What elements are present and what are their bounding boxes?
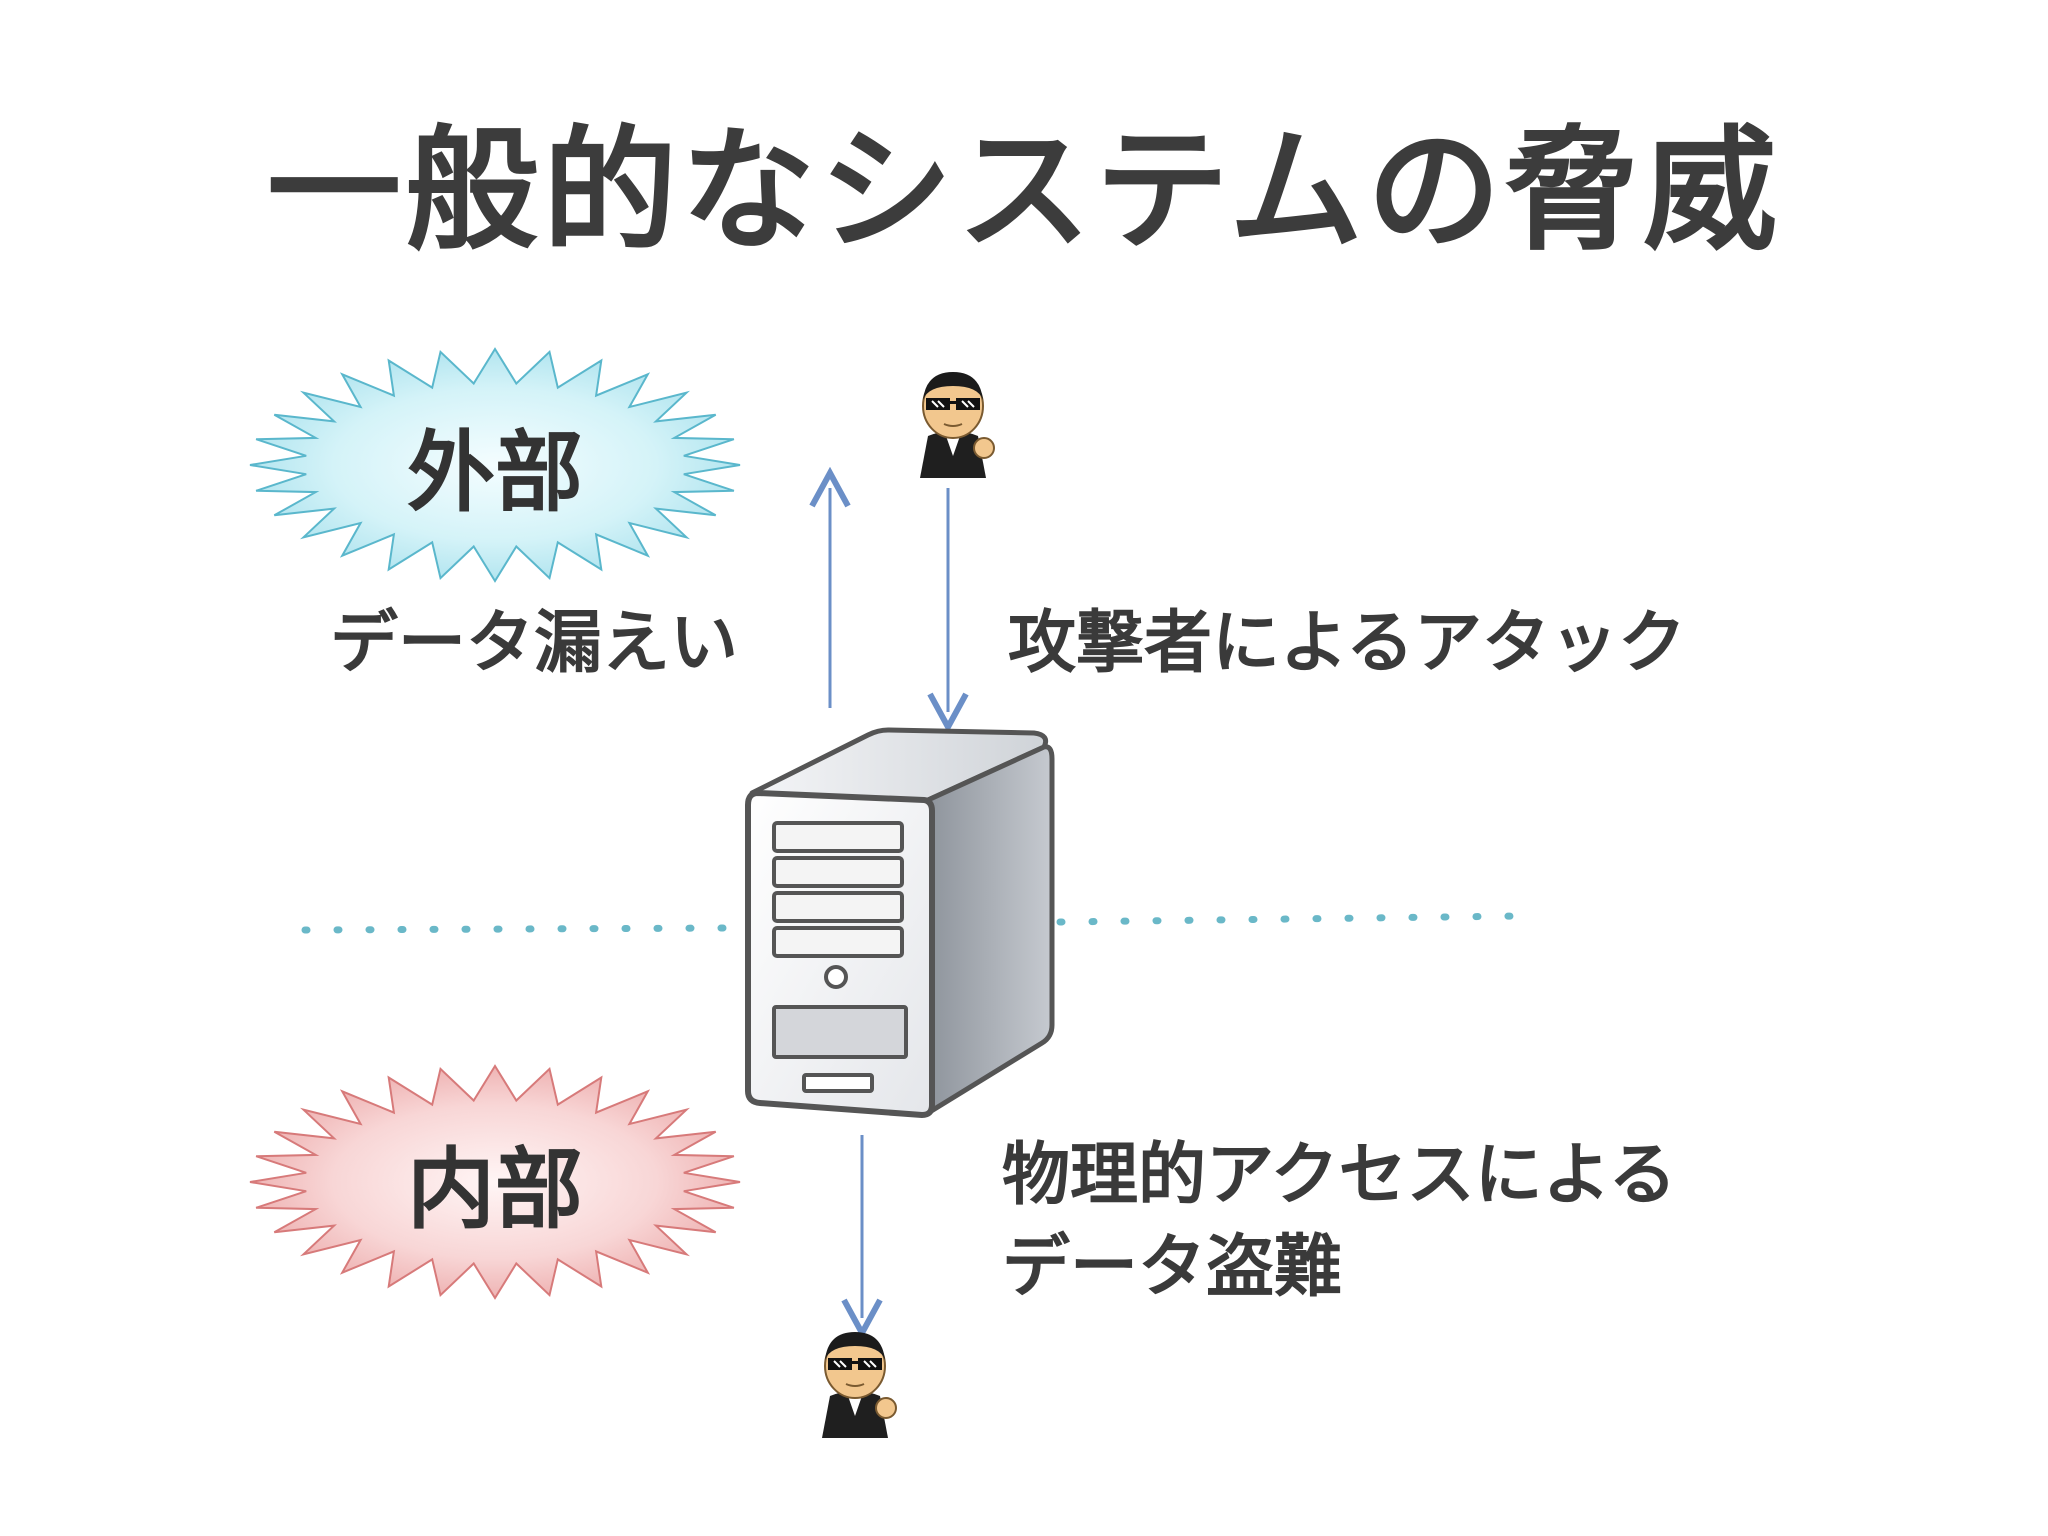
internal-burst-shape — [249, 1064, 741, 1300]
server-tower-icon — [738, 725, 1058, 1120]
data-leak-label: データ漏えい — [330, 604, 739, 683]
physical-theft-label-line1: 物理的アクセスによる — [1002, 1136, 1677, 1215]
internal-zone-burst: 内部 — [245, 1062, 745, 1302]
boundary-line-left — [301, 924, 734, 934]
external-burst-shape — [249, 347, 741, 583]
boundary-line-right — [1056, 912, 1524, 926]
internal-zone-label: 内部 — [406, 1137, 583, 1241]
attack-label: 攻撃者によるアタック — [1008, 604, 1686, 683]
physical-theft-label-line2: データ盗難 — [1002, 1227, 1343, 1307]
insider-icon — [800, 1320, 910, 1440]
attacker-icon — [898, 360, 1008, 480]
external-zone-label: 外部 — [406, 420, 583, 524]
page-title: 一般的なシステムの脅威 — [267, 113, 1781, 269]
external-zone-burst: 外部 — [245, 345, 745, 585]
physical-theft-label: 物理的アクセスによる データ盗難 — [1002, 1130, 1677, 1314]
